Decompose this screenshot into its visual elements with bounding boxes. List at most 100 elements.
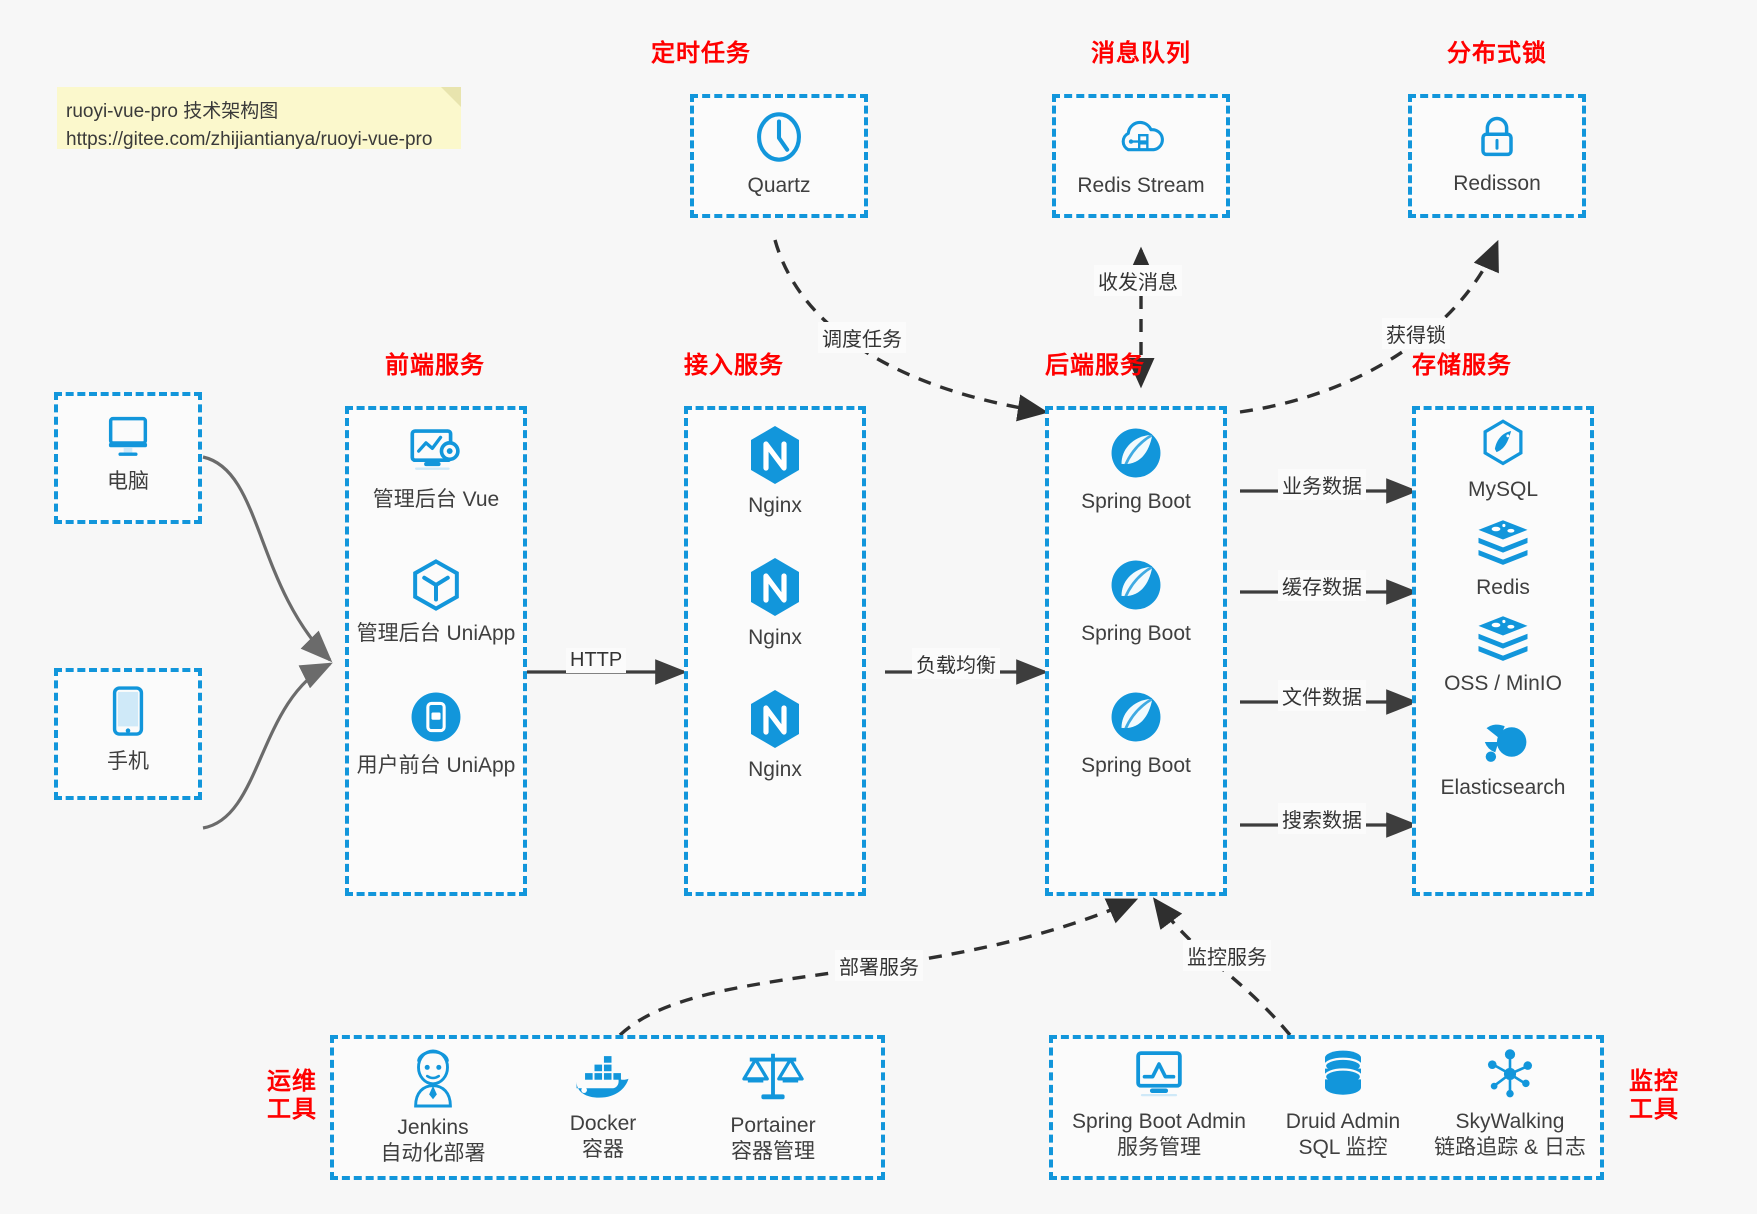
node-label: 管理后台 UniApp: [356, 622, 516, 645]
hexagon-cube-icon: [413, 559, 459, 611]
edge-label-business-data: 业务数据: [1278, 469, 1366, 500]
edge-label-load-balance: 负载均衡: [912, 648, 1000, 679]
node-sublabel: 链路追踪 & 日志: [1434, 1136, 1586, 1160]
group-title-frontend: 前端服务: [385, 352, 485, 379]
node-nginx-2[interactable]: Nginx: [694, 556, 856, 651]
group-box-client-desktop[interactable]: [54, 392, 202, 524]
node-jenkins[interactable]: Jenkins 自动化部署: [348, 1046, 518, 1168]
mobile-app-icon: [411, 692, 461, 742]
node-label: Druid Admin: [1285, 1110, 1401, 1133]
node-nginx-3[interactable]: Nginx: [694, 688, 856, 783]
group-box-frontend[interactable]: [345, 406, 527, 896]
node-redis[interactable]: Redis: [1422, 518, 1584, 601]
note-title: ruoyi-vue-pro 技术架构图: [66, 101, 279, 122]
node-skywalking[interactable]: SkyWalking 链路追踪 & 日志: [1420, 1046, 1600, 1162]
node-quartz[interactable]: Quartz: [700, 108, 858, 199]
node-sublabel: 服务管理: [1117, 1136, 1201, 1160]
mysql-dolphin-icon: [1483, 419, 1523, 466]
group-title-scheduler: 定时任务: [651, 40, 751, 67]
group-title-monitor: 监控 工具: [1629, 1068, 1679, 1124]
node-label: Nginx: [748, 626, 802, 649]
cloud-stream-icon: [1121, 120, 1164, 152]
scales-balance-icon: [742, 1053, 804, 1100]
group-title-backend: 后端服务: [1045, 352, 1145, 379]
node-label: 电脑: [107, 470, 149, 493]
edge-label-deploy-service: 部署服务: [835, 950, 923, 981]
node-label: MySQL: [1467, 478, 1538, 501]
group-box-gateway[interactable]: [684, 406, 866, 896]
spring-boot-icon: [1111, 692, 1161, 742]
group-title-storage: 存储服务: [1412, 352, 1512, 379]
node-redisson[interactable]: Redisson: [1418, 108, 1576, 197]
node-label: 手机: [107, 750, 149, 773]
node-sublabel: 容器管理: [731, 1140, 815, 1164]
node-spring-boot-admin[interactable]: Spring Boot Admin 服务管理: [1060, 1046, 1258, 1162]
node-label: Nginx: [748, 494, 802, 517]
edge-label-schedule-task: 调度任务: [818, 322, 906, 353]
node-label: 管理后台 Vue: [372, 488, 500, 511]
node-label: Spring Boot: [1081, 754, 1191, 777]
node-label: Nginx: [748, 758, 802, 781]
node-oss-minio[interactable]: OSS / MinIO: [1422, 614, 1584, 697]
redis-stack-icon: [1478, 520, 1528, 565]
node-user-uniapp[interactable]: 用户前台 UniApp: [355, 688, 517, 779]
group-title-gateway: 接入服务: [684, 352, 784, 379]
group-title-mq: 消息队列: [1091, 40, 1191, 67]
node-admin-uniapp[interactable]: 管理后台 UniApp: [355, 556, 517, 647]
database-cylinder-icon: [1323, 1050, 1363, 1095]
node-label: Docker: [569, 1112, 637, 1135]
node-label: 用户前台 UniApp: [356, 754, 516, 777]
edge-label-search-data: 搜索数据: [1278, 803, 1366, 834]
node-label: Jenkins: [397, 1116, 469, 1139]
node-label: Elasticsearch: [1440, 776, 1566, 799]
edge-label-acquire-lock: 获得锁: [1382, 318, 1450, 349]
node-sublabel: 自动化部署: [380, 1142, 486, 1166]
node-druid-admin[interactable]: Druid Admin SQL 监控: [1258, 1046, 1428, 1162]
jenkins-butler-icon: [414, 1049, 452, 1108]
node-spring-boot-2[interactable]: Spring Boot: [1055, 556, 1217, 647]
padlock-icon: [1481, 116, 1513, 157]
node-redis-stream[interactable]: Redis Stream: [1062, 108, 1220, 199]
node-label: SkyWalking: [1455, 1110, 1565, 1133]
nginx-icon: [751, 558, 799, 616]
edge-label-send-receive-message: 收发消息: [1094, 265, 1182, 296]
node-admin-vue[interactable]: 管理后台 Vue: [355, 424, 517, 513]
node-label: Spring Boot Admin: [1072, 1110, 1246, 1133]
note-folded-corner: [441, 87, 461, 107]
mobile-phone-icon: [112, 686, 144, 736]
group-box-mq[interactable]: [1052, 94, 1230, 218]
node-sublabel: 容器: [582, 1138, 624, 1162]
group-title-lock: 分布式锁: [1447, 40, 1547, 67]
node-portainer[interactable]: Portainer 容器管理: [688, 1046, 858, 1166]
node-spring-boot-3[interactable]: Spring Boot: [1055, 688, 1217, 779]
node-docker[interactable]: Docker 容器: [518, 1046, 688, 1164]
node-label: Spring Boot: [1081, 490, 1191, 513]
object-storage-icon: [1478, 616, 1528, 661]
node-label: OSS / MinIO: [1444, 672, 1562, 695]
node-elasticsearch[interactable]: Elasticsearch: [1422, 716, 1584, 801]
edge-label-http: HTTP: [566, 648, 627, 673]
nginx-icon: [751, 426, 799, 484]
spring-boot-icon: [1111, 428, 1161, 478]
note-url: https://gitee.com/zhijiantianya/ruoyi-vu…: [66, 129, 433, 151]
edge-label-monitor-service: 监控服务: [1183, 940, 1271, 971]
docker-whale-icon: [576, 1056, 629, 1098]
group-box-storage[interactable]: [1412, 406, 1594, 896]
node-mobile[interactable]: 手机: [64, 684, 192, 775]
group-box-backend[interactable]: [1045, 406, 1227, 896]
node-label: Quartz: [747, 174, 811, 197]
elasticsearch-icon: [1484, 724, 1527, 762]
edge-label-file-data: 文件数据: [1278, 680, 1366, 711]
node-label: Redisson: [1453, 172, 1541, 195]
node-mysql[interactable]: MySQL: [1422, 418, 1584, 503]
node-sublabel: SQL 监控: [1298, 1136, 1388, 1160]
node-nginx-1[interactable]: Nginx: [694, 424, 856, 519]
diagram-note: ruoyi-vue-pro 技术架构图 https://gitee.com/zh…: [57, 87, 461, 150]
node-spring-boot-1[interactable]: Spring Boot: [1055, 424, 1217, 515]
dashboard-settings-icon: [410, 429, 460, 470]
node-desktop[interactable]: 电脑: [64, 410, 192, 495]
edge-label-cache-data: 缓存数据: [1278, 570, 1366, 601]
monitor-chart-icon: [1136, 1051, 1182, 1097]
node-label: Redis Stream: [1077, 174, 1205, 197]
